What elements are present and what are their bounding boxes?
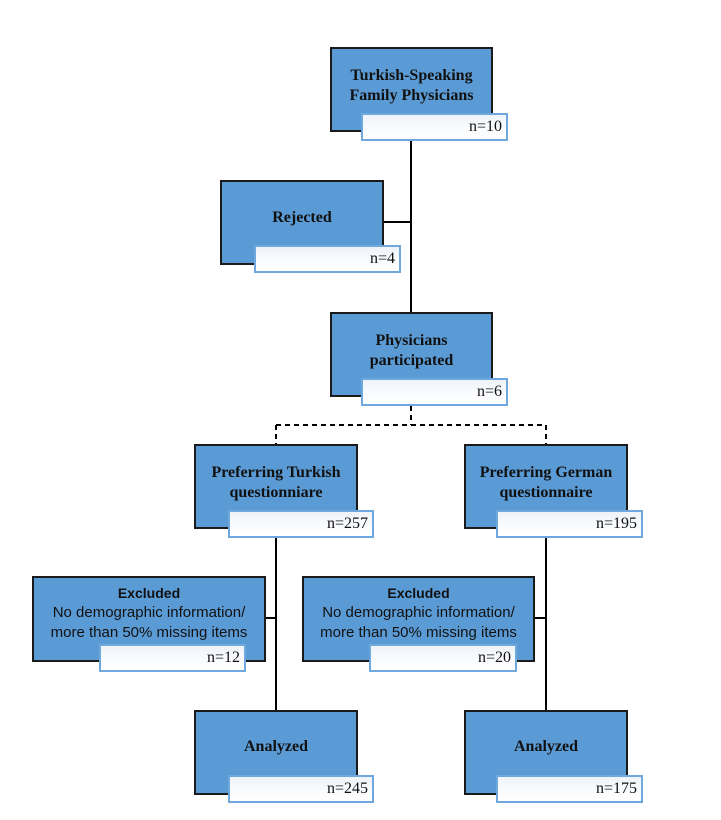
count-label-participated: n=6 <box>361 378 508 406</box>
node-title: Analyzed <box>244 738 308 755</box>
count-label-excluded-left: n=12 <box>99 644 246 672</box>
count-label-rejected: n=4 <box>254 245 401 273</box>
count-label-root: n=10 <box>361 113 508 141</box>
node-title: Analyzed <box>514 738 578 755</box>
node-title-line: questionnaire <box>499 484 593 501</box>
node-title-line: Physicians <box>375 332 448 349</box>
node-title-line: Turkish-Speaking <box>350 67 473 84</box>
excluded-description-line: No demographic information/ <box>322 604 515 621</box>
excluded-description-line: more than 50% missing items <box>320 624 517 641</box>
node-title-line: Preferring German <box>479 464 613 481</box>
node-title-line: Preferring Turkish <box>211 464 341 481</box>
excluded-description-line: No demographic information/ <box>52 604 246 621</box>
count-label-analyzed-left: n=245 <box>228 775 374 803</box>
node-title: Rejected <box>272 209 332 226</box>
node-title-line: Family Physicians <box>349 87 474 104</box>
node-title-line: participated <box>369 352 454 369</box>
count-label-german: n=195 <box>496 510 643 538</box>
count-label-excluded-right: n=20 <box>369 644 517 672</box>
excluded-title: Excluded <box>387 585 450 601</box>
node-title-line: questionniare <box>229 484 323 501</box>
excluded-description-line: more than 50% missing items <box>50 624 248 641</box>
count-label-analyzed-right: n=175 <box>496 775 643 803</box>
count-label-turkish: n=257 <box>228 510 374 538</box>
excluded-title: Excluded <box>117 585 181 601</box>
